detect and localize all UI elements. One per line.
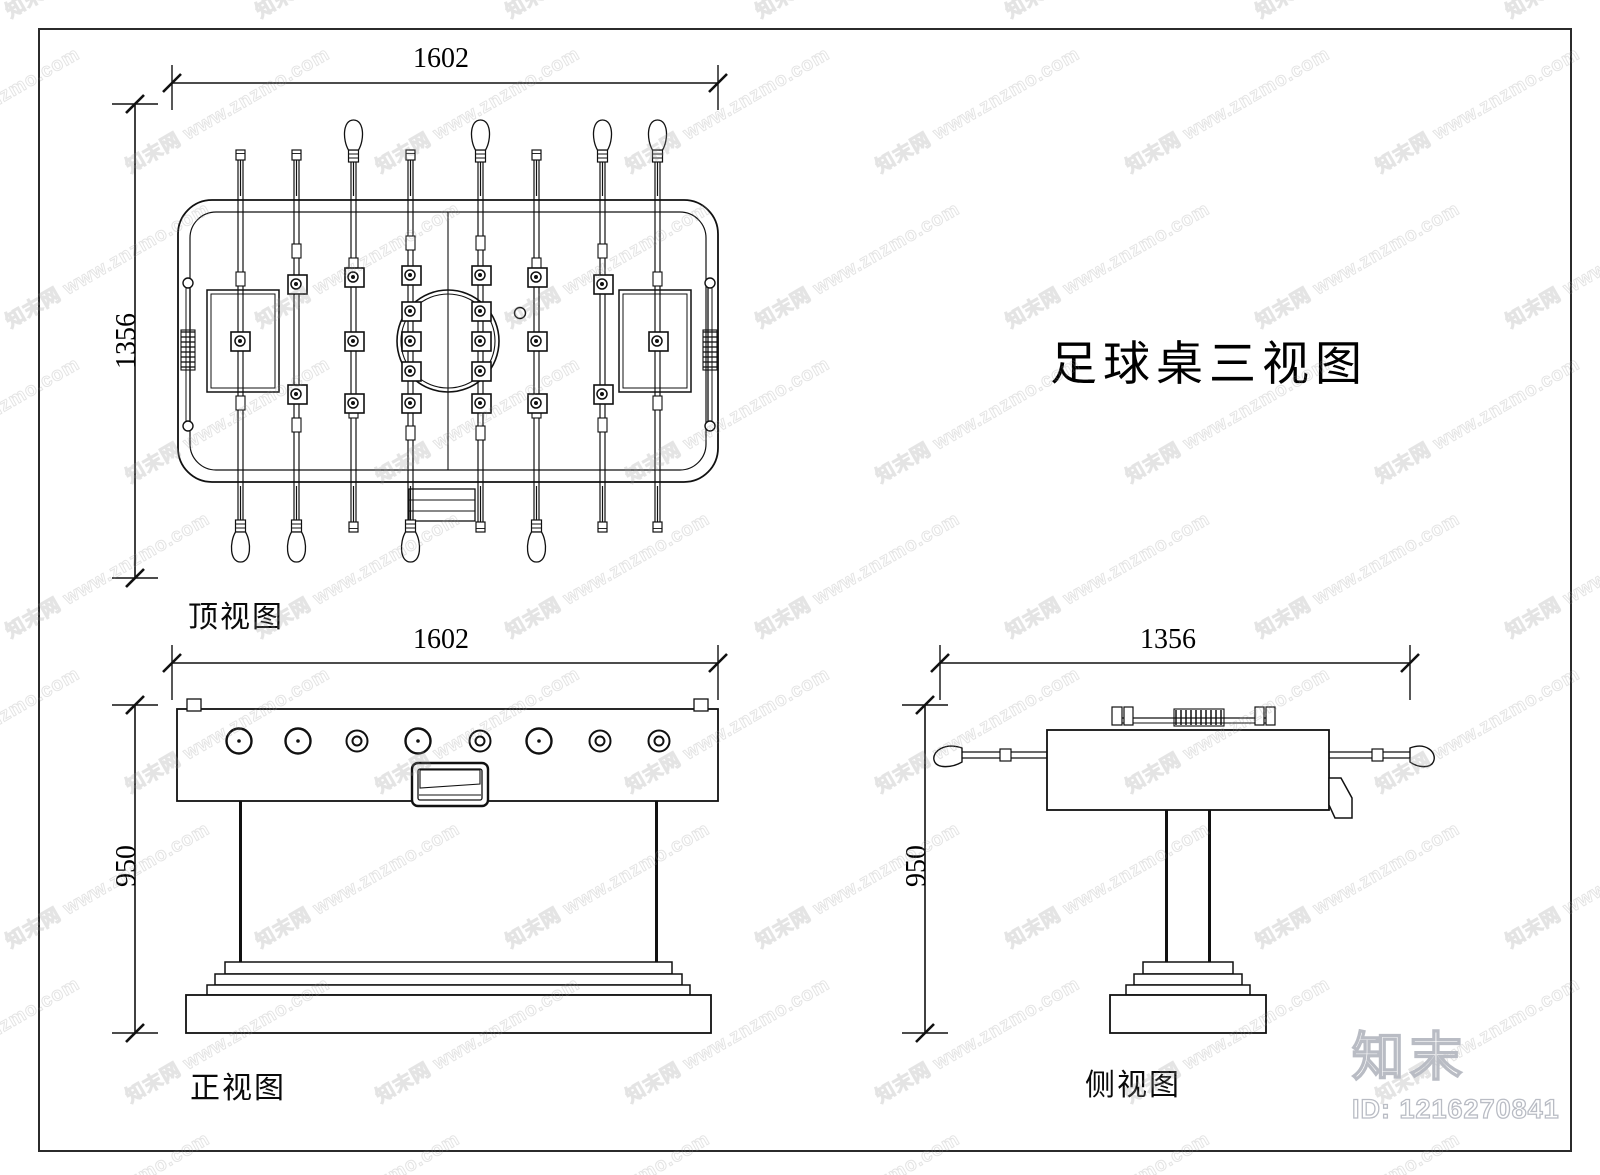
player-figure [471, 393, 492, 414]
score-counter-left[interactable] [180, 277, 196, 432]
ball [513, 306, 527, 320]
rod-1[interactable] [230, 149, 251, 563]
player-figure [401, 361, 422, 382]
centre-circle [396, 289, 500, 393]
leg-right-edge [655, 801, 658, 962]
player-figure [287, 274, 308, 295]
ball-return-tray-top-view [408, 488, 476, 522]
player-figure [344, 267, 365, 288]
drawing-title: 足球桌三视图 [1050, 339, 1368, 391]
player-figure [471, 265, 492, 286]
brand-block: 知末 ID: 1216270841 [1351, 1029, 1582, 1152]
rod-8[interactable] [647, 119, 669, 533]
centre-circle-inner [400, 293, 496, 389]
front-view-base [185, 961, 712, 1034]
rod-2[interactable] [286, 149, 308, 563]
top-view-group [112, 65, 729, 589]
side-view-cabinet [1046, 729, 1330, 811]
rod-hole-7 [588, 729, 612, 753]
ball-return-chute [1328, 777, 1353, 819]
player-figure [471, 361, 492, 382]
player-figure [401, 393, 422, 414]
score-counter-right[interactable] [702, 277, 718, 432]
player-figure [344, 331, 365, 352]
player-figure [648, 331, 669, 352]
player-figure [471, 301, 492, 322]
player-figure [401, 331, 422, 352]
player-figure [593, 274, 614, 295]
side-view-score-counter[interactable] [1111, 706, 1276, 727]
dimension-label-front-width: 1602 [413, 624, 469, 655]
corner-post-right [693, 698, 709, 712]
dimension-front-width [161, 645, 729, 700]
view-label-top: 顶视图 [188, 601, 284, 634]
player-figure [401, 301, 422, 322]
view-label-front: 正视图 [190, 1072, 286, 1105]
dimension-label-front-height: 950 [111, 845, 142, 887]
dimension-front-height [112, 694, 158, 1044]
dimension-label-top-width: 1602 [413, 43, 469, 74]
rod-4[interactable] [400, 149, 422, 563]
dimension-side-width [929, 645, 1421, 700]
player-figure [527, 331, 548, 352]
side-view-group [902, 645, 1435, 1044]
front-view-group [112, 645, 729, 1044]
rod-5[interactable] [470, 119, 492, 533]
rod-hole-8 [647, 729, 671, 753]
dimension-label-side-height: 950 [901, 845, 932, 887]
side-view-base [1109, 961, 1267, 1034]
corner-post-left [186, 698, 202, 712]
player-figure [230, 331, 251, 352]
rod-3[interactable] [343, 119, 365, 533]
dimension-side-height [902, 694, 948, 1044]
side-leg-right-edge [1208, 810, 1211, 962]
side-view-handle-left[interactable] [933, 745, 1047, 768]
player-figure [401, 265, 422, 286]
view-label-side: 侧视图 [1085, 1069, 1181, 1102]
rod-hole-6 [525, 727, 553, 755]
dimension-label-side-width: 1356 [1140, 624, 1196, 655]
side-view-handle-right[interactable] [1329, 745, 1435, 768]
dimension-top-depth [112, 93, 158, 589]
player-figure [527, 267, 548, 288]
rod-hole-1 [225, 727, 253, 755]
player-figure [593, 384, 614, 405]
player-figure [527, 393, 548, 414]
rod-6[interactable] [526, 149, 548, 563]
rod-hole-2 [284, 727, 312, 755]
ball-return-tray-front[interactable] [410, 761, 490, 808]
rod-7[interactable] [592, 119, 614, 533]
rod-hole-4 [404, 727, 432, 755]
leg-left-edge [239, 801, 242, 962]
player-figure [287, 384, 308, 405]
rod-hole-5 [468, 729, 492, 753]
player-figure [344, 393, 365, 414]
rod-hole-3 [345, 729, 369, 753]
znzmo-logo: 知末 [1351, 1029, 1469, 1087]
player-figure [471, 331, 492, 352]
dimension-label-top-depth: 1356 [111, 313, 142, 369]
drawing-id-label: ID: 1216270841 [1351, 1093, 1560, 1124]
side-leg-left-edge [1165, 810, 1168, 962]
dimension-top-width [161, 65, 729, 110]
